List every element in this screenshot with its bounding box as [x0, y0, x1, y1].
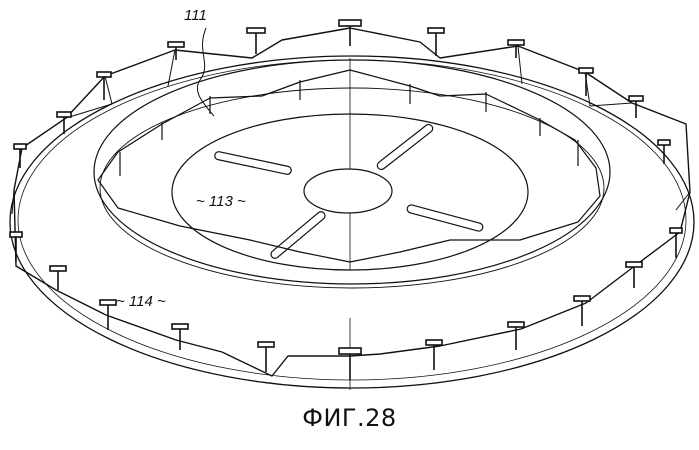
inner-posts — [120, 80, 578, 176]
disc-slots — [214, 123, 484, 260]
ref-label-114: ~ 114 ~ — [116, 293, 166, 310]
slot-right — [406, 204, 483, 232]
ref-label-111: 111 — [184, 7, 207, 24]
outer-posts — [10, 20, 682, 380]
inner-tray — [94, 60, 610, 288]
ref-label-113: ~ 113 ~ — [196, 193, 246, 210]
center-hole — [304, 169, 392, 213]
figure-caption: ФИГ.28 — [0, 404, 699, 432]
inner-truss — [98, 70, 600, 262]
slot-left — [214, 151, 292, 175]
slot-top-right — [376, 123, 435, 171]
slot-bottom-left — [269, 210, 326, 260]
